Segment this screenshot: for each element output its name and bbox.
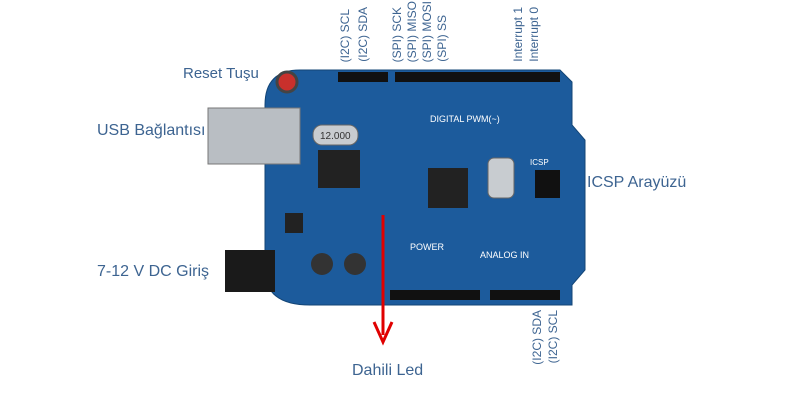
bottom-header-power (390, 290, 480, 300)
regulator (285, 213, 303, 233)
pin-label-spi-sck: (SPI) SCK (390, 6, 404, 62)
led-arrow-head (372, 321, 394, 346)
reset-label: Reset Tuşu (183, 65, 259, 82)
pin-label-interrupt-1: Interrupt 1 (511, 7, 525, 62)
usb-label: USB Bağlantısı (97, 122, 206, 139)
led-label: Dahili Led (352, 362, 424, 379)
oscillator (487, 157, 515, 199)
pin-label-spi-mosi: (SPI) MOSI (420, 0, 434, 62)
capacitor-1 (311, 253, 333, 275)
power-label: POWER (410, 242, 445, 252)
top-header-left (338, 72, 388, 82)
crystal (312, 124, 359, 146)
crystal-label: 12.000 (320, 131, 351, 142)
analog-label: ANALOG IN (480, 250, 529, 260)
top-header-right (395, 72, 560, 82)
icsp-label: ICSP Arayüzü (587, 174, 687, 191)
digital-label: DIGITAL PWM(~) (430, 114, 500, 124)
pin-label-i2c-sda: (I2C) SDA (356, 7, 370, 62)
pin-label-interrupt-0: Interrupt 0 (527, 7, 541, 62)
dc-label: 7-12 V DC Giriş (97, 263, 210, 280)
pin-label-bottom-i2c-sda: (I2C) SDA (530, 310, 544, 365)
usb-chip (318, 150, 360, 188)
reset-button (275, 70, 299, 94)
pin-label-bottom-i2c-scl: (I2C) SCL (546, 310, 560, 364)
pin-label-spi-ss: (SPI) SS (435, 15, 449, 62)
usb-connector (207, 107, 301, 165)
icsp-board-label: ICSP (530, 158, 549, 167)
dc-jack (225, 250, 275, 292)
atmega-chip (428, 168, 468, 208)
icsp-header (535, 170, 560, 198)
bottom-header-analog (490, 290, 560, 300)
pin-label-i2c-scl: (I2C) SCL (338, 8, 352, 62)
capacitor-2 (344, 253, 366, 275)
pin-label-spi-miso: (SPI) MISO (405, 0, 419, 62)
